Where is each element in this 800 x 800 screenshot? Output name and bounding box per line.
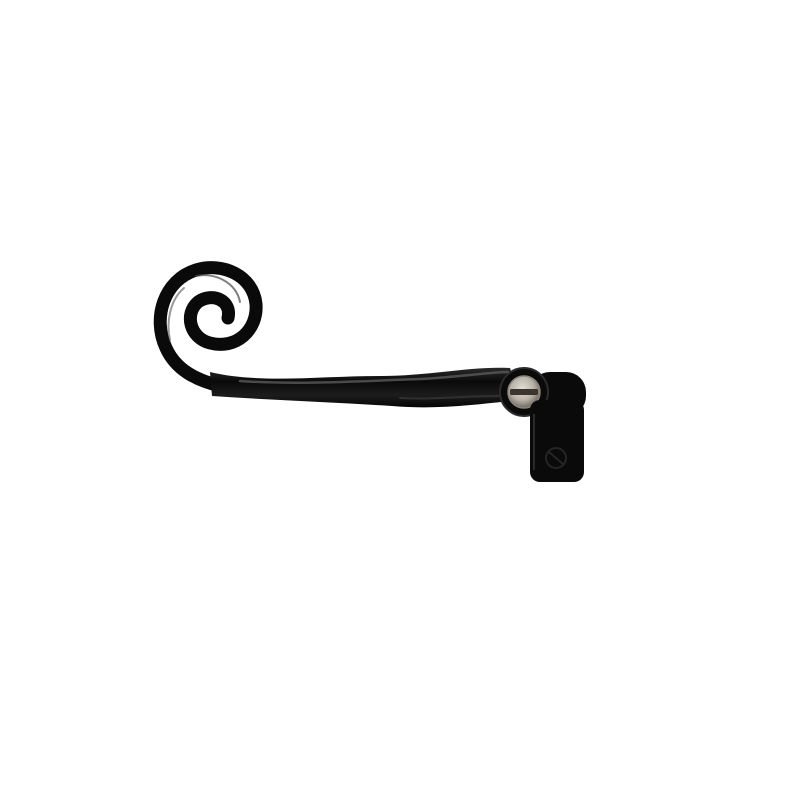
spiral-scroll [153, 261, 263, 393]
spindle-base [530, 400, 584, 482]
screw-icon [545, 447, 567, 469]
keyway-slot [510, 389, 538, 395]
lock-cylinder [507, 375, 541, 409]
handle-arm [210, 367, 520, 408]
